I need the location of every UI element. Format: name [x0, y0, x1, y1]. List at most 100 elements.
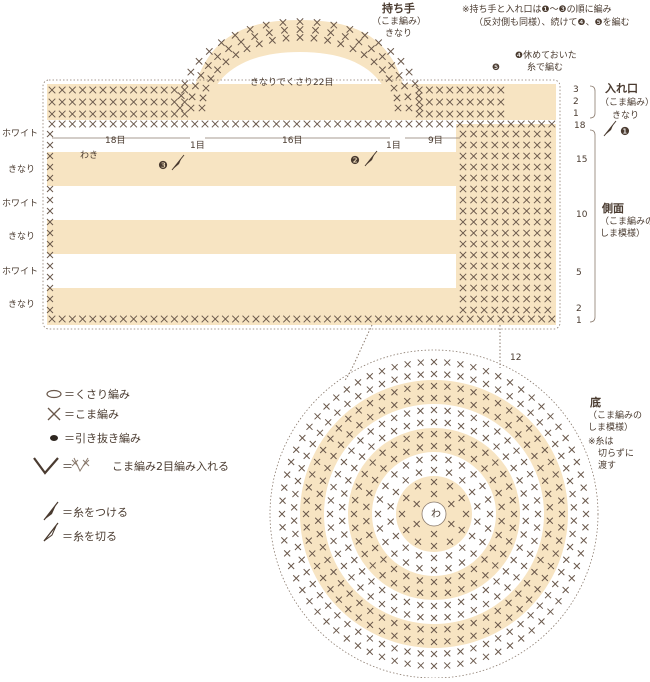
single-crochet-x-icon: [394, 104, 402, 112]
single-crochet-x-icon: [480, 306, 488, 314]
bottom-stitch: [334, 470, 342, 478]
bottom-stitch: [473, 503, 481, 510]
bottom-stitch: [319, 574, 327, 582]
single-crochet-x-icon: [344, 315, 352, 323]
single-crochet-x-icon: [355, 38, 363, 46]
bottom-stitch: [523, 441, 531, 449]
single-crochet-x-icon: [480, 273, 488, 281]
single-crochet-x-icon: [242, 315, 250, 323]
single-crochet-x-icon: [330, 21, 338, 29]
bottom-stitch: [522, 503, 530, 511]
bottom-stitch: [366, 413, 374, 421]
bottom-stitch: [457, 410, 465, 417]
single-crochet-x-icon: [501, 185, 509, 193]
bottom-stitch: [346, 590, 353, 597]
single-crochet-x-icon: [523, 295, 531, 303]
bottom-stitch: [402, 462, 410, 469]
bottom-stitch: [430, 478, 438, 486]
single-crochet-x-icon: [207, 75, 215, 83]
bottom-stitch: [536, 418, 544, 426]
single-crochet-x-icon: [480, 163, 488, 171]
bottom-stitch: [332, 627, 340, 634]
single-crochet-x-icon: [491, 185, 499, 193]
single-crochet-x-icon: [211, 120, 219, 128]
bottom-stitch: [520, 490, 528, 497]
single-crochet-x-icon: [405, 120, 413, 128]
legend-attach-text: ＝糸をつける: [62, 506, 128, 519]
single-crochet-x-icon: [533, 262, 541, 270]
single-crochet-x-icon: [282, 315, 291, 323]
opening-sub1: （こま編み）: [600, 96, 650, 108]
single-crochet-x-icon: [480, 251, 488, 259]
bottom-stitch: [391, 376, 398, 384]
bottom-stitch: [387, 503, 395, 510]
legend-item-slip: ＝引き抜き編み: [50, 431, 141, 445]
chain-oval-icon: [46, 389, 62, 399]
single-crochet-x-icon: [491, 295, 499, 303]
single-crochet-x-icon: [58, 98, 66, 106]
single-crochet-x-icon: [78, 98, 87, 106]
bottom-stitch: [403, 585, 410, 593]
single-crochet-x-icon: [544, 284, 552, 292]
single-crochet-x-icon: [491, 218, 499, 226]
single-crochet-x-icon: [425, 110, 434, 118]
single-crochet-x-icon: [48, 98, 56, 106]
bottom-stitch: [444, 637, 451, 645]
single-crochet-x-icon: [242, 120, 250, 128]
single-crochet-x-icon: [415, 120, 423, 128]
bottom-stitch: [403, 410, 411, 417]
single-crochet-x-icon: [217, 39, 225, 47]
single-crochet-x-icon: [507, 315, 515, 323]
single-crochet-x-icon: [296, 18, 304, 26]
single-crochet-x-icon: [388, 62, 396, 70]
single-crochet-x-icon: [129, 98, 138, 106]
bottom-stitch: [469, 657, 477, 665]
bottom-stitch: [417, 637, 424, 645]
single-crochet-x-icon: [523, 196, 531, 204]
bottom-stitch: [506, 392, 514, 400]
bottom-stitch: [547, 412, 554, 420]
bottom-stitch: [430, 406, 438, 414]
bottom-stitch: [378, 420, 386, 428]
single-crochet-x-icon: [470, 130, 478, 138]
bottom-stitch: [457, 360, 464, 368]
bottom-stitch: [445, 564, 452, 572]
single-crochet-x-icon: [512, 229, 520, 237]
single-crochet-x-icon: [466, 315, 474, 323]
bottom-note2: 切らずに: [598, 448, 634, 459]
bottom-stitch: [303, 497, 311, 504]
bottom-stitch: [482, 449, 489, 457]
bottom-stitch: [378, 614, 386, 622]
single-crochet-x-icon: [378, 66, 386, 74]
bottom-stitch: [505, 421, 512, 429]
bottom-stitch: [330, 452, 337, 460]
bottom-stitch: [351, 496, 359, 504]
single-crochet-x-icon: [109, 315, 117, 323]
handle-band: [190, 20, 408, 110]
bottom-stitch: [417, 359, 425, 366]
bottom-stitch: [505, 538, 513, 545]
single-crochet-x-icon: [384, 120, 393, 128]
bottom-stitch: [283, 471, 291, 479]
bottom-stitch: [541, 543, 549, 551]
single-crochet-x-icon: [537, 315, 546, 323]
single-crochet-x-icon: [349, 45, 357, 53]
single-crochet-x-icon: [470, 273, 478, 281]
single-crochet-x-icon: [470, 295, 478, 303]
single-crochet-x-icon: [476, 120, 485, 128]
bottom-stitch: [369, 562, 377, 569]
bottom-stitch: [324, 556, 331, 564]
bottom-stitch: [444, 407, 451, 415]
single-crochet-x-icon: [533, 284, 541, 292]
edge-stitch: [46, 196, 54, 204]
bottom-stitch: [491, 459, 499, 466]
bottom-stitch: [482, 406, 490, 414]
bottom-stitch: [337, 579, 345, 587]
attach-yarn-icon: [171, 154, 185, 171]
bottom-stitch: [516, 544, 523, 551]
single-crochet-x-icon: [533, 207, 541, 215]
bottom-stitch: [392, 532, 400, 540]
bottom-stitch: [457, 635, 464, 643]
